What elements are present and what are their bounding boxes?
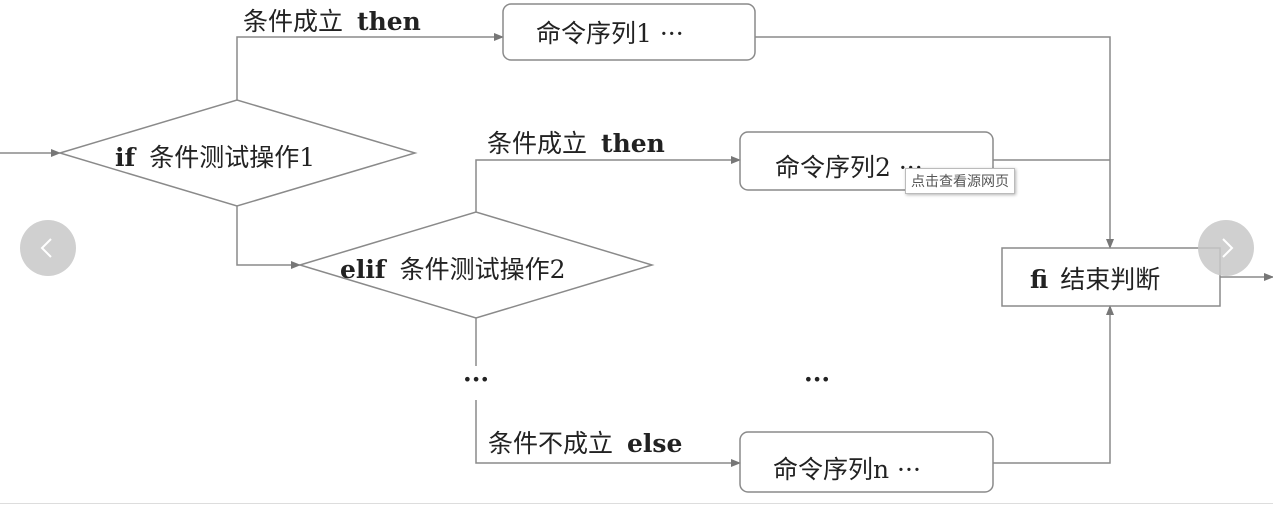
chevron-right-icon <box>1222 238 1234 258</box>
view-source-tooltip[interactable]: 点击查看源网页 <box>905 168 1015 194</box>
ellipsis-mid: ··· <box>804 365 830 394</box>
divider <box>0 503 1273 504</box>
next-image-button[interactable] <box>1198 220 1254 276</box>
else-connector <box>475 400 741 467</box>
if-diamond <box>57 99 418 207</box>
cmd1-to-fi-connector <box>755 36 1114 249</box>
then2-connector <box>475 156 741 212</box>
chevron-left-icon <box>40 238 52 258</box>
fi-box <box>1001 247 1221 307</box>
cmd1-text: 命令序列1 ··· <box>536 19 684 48</box>
cmd2-text: 命令序列2 ··· <box>775 153 923 182</box>
if-to-elif-connector <box>236 206 301 269</box>
cmdn-text: 命令序列n ··· <box>773 455 921 484</box>
elif-diamond <box>297 211 655 319</box>
cmdn-box <box>739 431 994 493</box>
prev-image-button[interactable] <box>20 220 76 276</box>
then1-connector <box>236 33 504 100</box>
cmd1-box <box>502 3 756 61</box>
cmd2-box <box>739 131 994 191</box>
cmdn-to-fi-connector <box>993 305 1114 464</box>
ellipsis-left: ··· <box>463 365 489 394</box>
